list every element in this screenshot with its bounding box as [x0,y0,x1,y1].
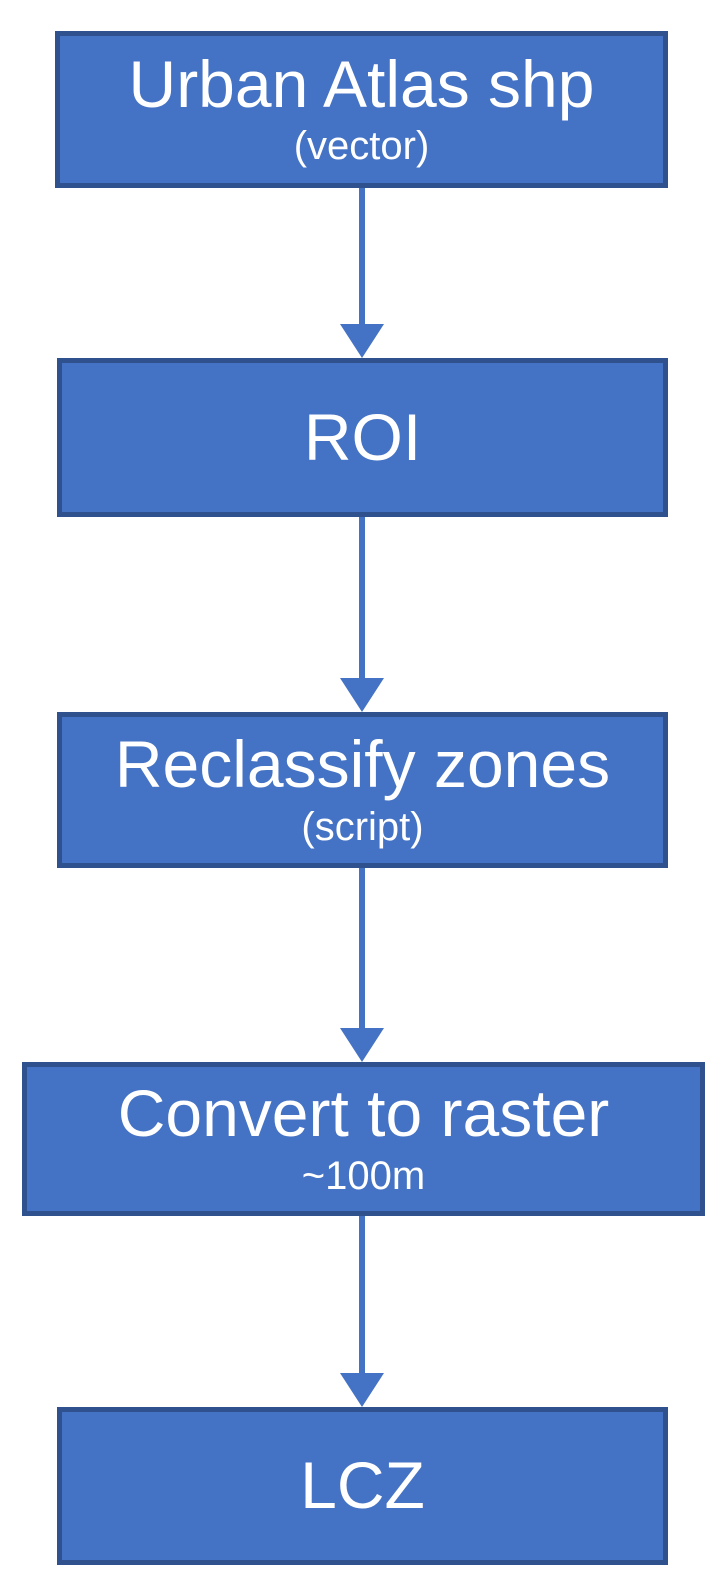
node-roi: ROI [57,358,668,517]
flow-arrow-down-icon [359,517,365,678]
node-subtitle: (vector) [293,124,430,169]
node-urban-atlas-shp: Urban Atlas shp (vector) [55,31,668,188]
node-reclassify-zones: Reclassify zones (script) [57,712,668,868]
node-subtitle: (script) [301,804,424,849]
node-subtitle: ~100m [301,1153,426,1198]
node-title: Urban Atlas shp [128,46,595,121]
flow-arrow-down-icon [359,188,365,324]
node-title: Reclassify zones [114,727,611,802]
node-title: LCZ [300,1448,425,1523]
flow-arrow-down-icon [359,868,365,1028]
node-lcz: LCZ [57,1407,668,1565]
node-title: Convert to raster [117,1076,610,1151]
flow-arrow-down-icon [359,1216,365,1373]
node-title: ROI [303,399,422,474]
node-convert-to-raster: Convert to raster ~100m [22,1062,705,1216]
